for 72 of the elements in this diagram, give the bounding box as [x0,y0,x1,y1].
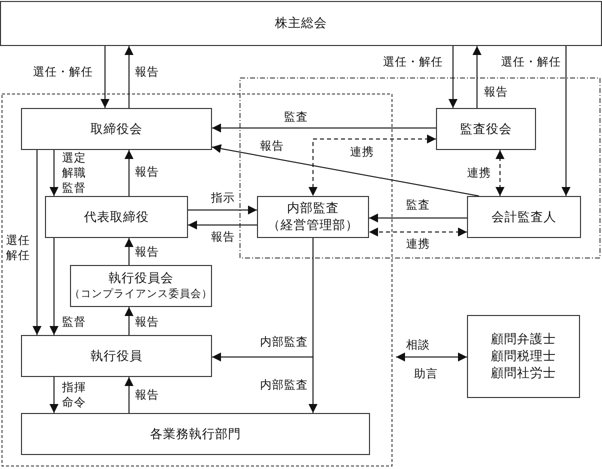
edge-label: 選任解任 [4,233,32,263]
edge-label: 連携 [466,166,492,180]
org-box [70,265,212,307]
arrow [32,150,42,336]
text-label: 助言 [413,366,439,382]
arrow [124,150,134,196]
org-box [21,335,212,377]
edge-label: 選任・解任 [32,64,94,80]
box-text: 各業務執行部門 [150,426,241,442]
box-text: 執行役員会 [108,270,174,288]
edge-label: 選任・解任 [500,54,562,70]
arrow [50,238,58,336]
dashed-arrow [368,228,468,236]
box-text: （コンプライアンス委員会） [70,287,212,302]
edge-label: 報告 [134,164,160,180]
box-text: 会計監査人 [492,208,556,226]
arrow [124,376,134,414]
arrow [308,238,318,414]
arrow [124,46,134,108]
arrow [448,46,458,108]
org-box [21,413,370,455]
org-box [45,196,188,238]
edge-label: 監査 [283,110,309,124]
edge-label: 連携 [405,236,431,252]
edge-label: 指示 [210,190,236,206]
arrow [50,376,58,414]
box-text: 取締役会 [90,120,142,138]
edge-label: 選定解職監督 [60,150,88,196]
edge-label: 報告 [210,230,236,244]
org-box [257,196,369,238]
arrow [212,144,480,196]
edge-label: 指揮命令 [60,380,88,410]
edge-label: 報告 [134,388,160,402]
edge-label: 報告 [134,64,160,80]
edge-label: 監査 [405,198,431,212]
arrow [188,220,258,230]
edge-label: 報告 [134,244,160,260]
box-text: 代表取締役 [84,208,149,226]
box-text: 顧問税理士 [491,348,556,365]
arrow [100,46,110,108]
box-text: 監査役会 [460,120,512,138]
org-box [436,108,536,150]
box-text: 執行役員 [90,348,142,364]
arrow [124,238,134,266]
box-text: 顧問弁護士 [491,331,556,348]
edge-label: 監督 [61,314,87,330]
org-box [0,1,602,46]
org-box [467,196,581,238]
edge-label: 選任・解任 [382,54,444,70]
arrow [188,206,258,214]
dashed-arrow [496,150,504,196]
edge-label: 報告 [259,138,285,154]
arrow [472,46,482,108]
edge-label: 報告 [134,314,160,330]
box-text: 株主総会 [275,15,327,32]
box-text: 内部監査 [287,200,339,217]
edge-label: 内部監査 [259,378,309,392]
edge-label: 相談 [405,338,431,352]
box-text: （経営管理部） [268,217,358,234]
org-box [467,315,580,398]
box-text: 顧問社労士 [491,364,556,382]
arrow [50,150,58,196]
arrow [124,306,134,336]
edge-label: 内部監査 [259,334,309,350]
arrow [562,46,570,196]
arrow [212,124,436,132]
edge-label: 報告 [483,84,509,100]
arrow [368,214,468,222]
org-box [21,108,212,150]
dashed-arrow [308,134,436,196]
arrow [396,352,468,362]
edge-label: 連携 [349,144,375,160]
